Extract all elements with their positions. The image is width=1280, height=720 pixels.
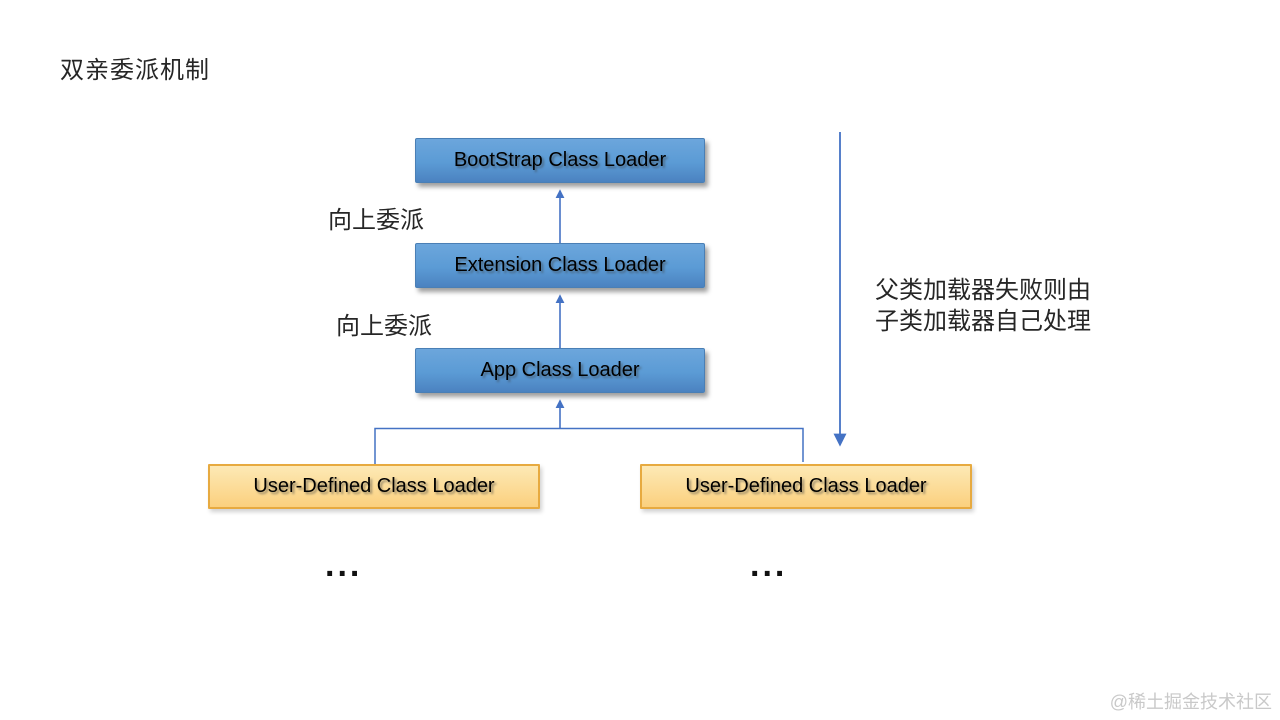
fallback-note-line-2: 子类加载器自己处理 [875, 308, 1091, 335]
fallback-note-line-1: 父类加载器失败则由 [875, 277, 1091, 304]
fallback-note: 父类加载器失败则由 子类加载器自己处理 [875, 275, 1091, 337]
bootstrap-class-loader-label: BootStrap Class Loader [453, 149, 667, 171]
user-defined-class-loader-box-right: User-Defined Class Loader [640, 464, 972, 509]
delegate-up-label-2: 向上委派 [336, 313, 432, 340]
ellipsis-right: ... [750, 546, 788, 584]
user-loaders-connector-line [374, 427, 804, 464]
user-defined-class-loader-box-left: User-Defined Class Loader [208, 464, 540, 509]
page-title: 双亲委派机制 [60, 57, 210, 84]
ellipsis-left: ... [325, 546, 363, 584]
user-defined-class-loader-label-right: User-Defined Class Loader [685, 475, 927, 497]
watermark: @稀土掘金技术社区 [1109, 692, 1272, 712]
extension-class-loader-box: Extension Class Loader [415, 243, 705, 288]
delegate-up-label-1: 向上委派 [328, 207, 424, 234]
app-class-loader-label: App Class Loader [480, 359, 640, 381]
user-defined-class-loader-label-left: User-Defined Class Loader [253, 475, 495, 497]
bootstrap-class-loader-box: BootStrap Class Loader [415, 138, 705, 183]
app-class-loader-box: App Class Loader [415, 348, 705, 393]
extension-class-loader-label: Extension Class Loader [454, 254, 666, 276]
